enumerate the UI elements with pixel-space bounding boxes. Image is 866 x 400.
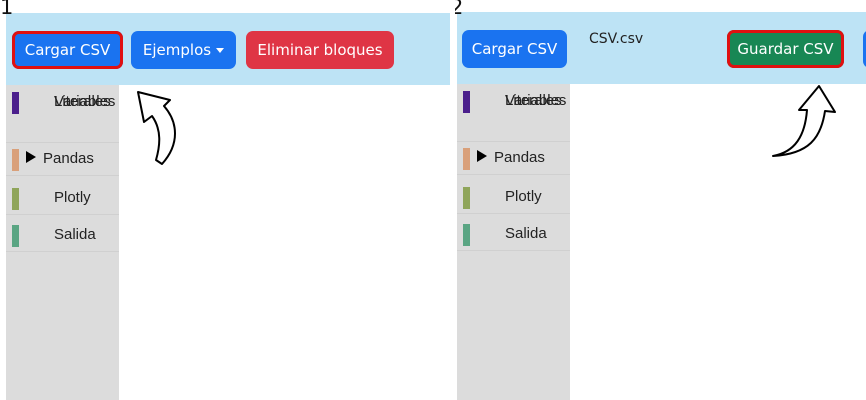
category-salida[interactable]: Salida	[6, 221, 119, 252]
category-plotly[interactable]: Plotly	[6, 184, 119, 215]
color-swatch	[12, 149, 19, 171]
category-label: Salida	[54, 226, 96, 243]
caret-down-icon	[216, 47, 225, 53]
curved-arrow-icon	[772, 85, 836, 157]
curved-arrow-icon	[137, 91, 176, 165]
color-swatch	[463, 187, 470, 209]
color-swatch	[12, 225, 19, 247]
step-1-panel: 1 Cargar CSV Ejemplos Eliminar bloques V…	[0, 0, 450, 400]
examples-label: Ejemplos	[142, 41, 212, 59]
step-2-panel: 2 Cargar CSV CSV.csv Guardar CSV Variabl…	[455, 0, 866, 400]
category-sidebar: Variables Literales Pandas Plotly Salida	[6, 85, 119, 400]
category-label[interactable]: Literales	[54, 93, 111, 110]
load-csv-button[interactable]: Cargar CSV	[462, 30, 567, 68]
color-swatch	[12, 188, 19, 210]
category-label: Pandas	[43, 150, 94, 167]
load-csv-button[interactable]: Cargar CSV	[12, 31, 123, 69]
category-variables[interactable]: Variables Literales	[6, 90, 119, 143]
triangle-right-icon[interactable]	[26, 151, 36, 163]
examples-dropdown-button[interactable]: Ejemplos	[131, 31, 236, 69]
category-label[interactable]: Literales	[505, 92, 562, 109]
color-swatch	[463, 224, 470, 246]
color-swatch	[463, 91, 470, 113]
category-pandas[interactable]: Pandas	[457, 144, 570, 175]
category-plotly[interactable]: Plotly	[457, 183, 570, 214]
step-number: 2	[455, 0, 464, 19]
category-label: Variables	[505, 92, 567, 109]
category-sidebar: Variables Literales Pandas Plotly Salida	[457, 84, 570, 400]
save-csv-button[interactable]: Guardar CSV	[727, 30, 844, 68]
triangle-right-icon[interactable]	[477, 150, 487, 162]
step-number: 1	[0, 0, 14, 19]
color-swatch	[12, 92, 19, 114]
examples-dropdown-button[interactable]	[863, 30, 866, 68]
category-label: Variables	[54, 93, 116, 110]
toolbar: Cargar CSV Ejemplos Eliminar bloques	[6, 13, 450, 85]
toolbar: Cargar CSV CSV.csv Guardar CSV	[457, 12, 866, 84]
category-pandas[interactable]: Pandas	[6, 145, 119, 176]
filename-label: CSV.csv	[589, 31, 644, 47]
category-variables[interactable]: Variables Literales	[457, 89, 570, 142]
category-salida[interactable]: Salida	[457, 220, 570, 251]
category-label: Salida	[505, 225, 547, 242]
category-label: Plotly	[54, 189, 91, 206]
category-label: Pandas	[494, 149, 545, 166]
delete-blocks-button[interactable]: Eliminar bloques	[246, 31, 394, 69]
category-label: Plotly	[505, 188, 542, 205]
color-swatch	[463, 148, 470, 170]
